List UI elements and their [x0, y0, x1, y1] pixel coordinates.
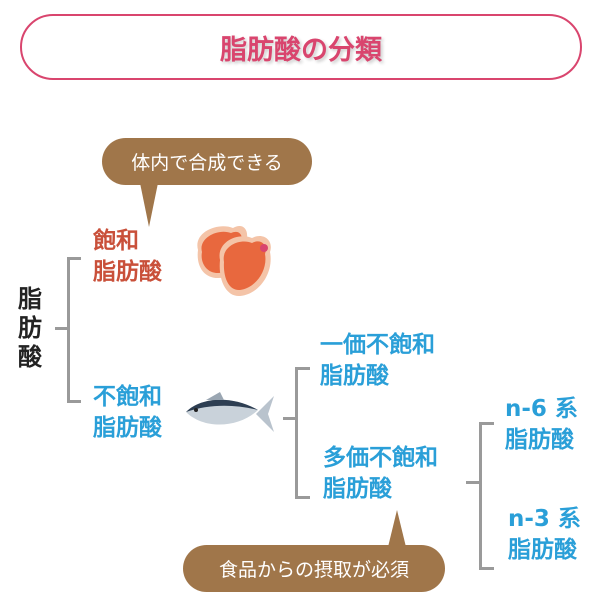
- callout-text: 食品からの摂取が必須: [218, 559, 409, 581]
- node-polyunsaturated: 多価不飽和 脂肪酸: [323, 443, 438, 505]
- bracket-stub: [466, 481, 481, 484]
- node-line: 脂肪酸: [508, 537, 577, 563]
- bracket-arm: [479, 422, 494, 425]
- bracket-arm: [295, 367, 310, 370]
- node-unsaturated: 不飽和 脂肪酸: [93, 382, 162, 444]
- node-line: n-6 系: [505, 396, 578, 422]
- node-line: 一価不飽和: [320, 332, 435, 358]
- node-saturated: 飽和 脂肪酸: [93, 226, 162, 288]
- callout-synthesizable: 体内で合成できる: [102, 138, 312, 185]
- callout-text: 体内で合成できる: [131, 152, 283, 174]
- node-line: 脂肪酸: [320, 363, 389, 389]
- node-n3: n-3 系 脂肪酸: [508, 504, 581, 566]
- callout-tail: [388, 510, 406, 547]
- bracket-line: [479, 422, 482, 570]
- callout-dietary: 食品からの摂取が必須: [183, 545, 445, 592]
- bracket-arm: [295, 496, 310, 499]
- bracket-stub: [55, 327, 69, 330]
- bracket-line: [67, 257, 70, 403]
- bracket-arm: [67, 400, 81, 403]
- node-line: 飽和: [93, 228, 139, 254]
- bracket-line: [295, 367, 298, 499]
- node-line: n-3 系: [508, 506, 581, 532]
- callout-tail: [140, 183, 158, 227]
- bracket-arm: [479, 567, 494, 570]
- page-title: 脂肪酸の分類: [220, 34, 382, 66]
- node-line: 脂肪酸: [93, 415, 162, 441]
- fish-icon: [186, 392, 274, 432]
- node-line: 脂肪酸: [323, 476, 392, 502]
- node-n6: n-6 系 脂肪酸: [505, 394, 578, 456]
- title-banner: 脂肪酸の分類: [20, 14, 582, 80]
- meat-icon: [197, 225, 271, 297]
- bracket-stub: [283, 417, 297, 420]
- node-monounsaturated: 一価不飽和 脂肪酸: [320, 330, 435, 392]
- node-line: 脂肪酸: [505, 427, 574, 453]
- bracket-arm: [67, 257, 81, 260]
- node-line: 不飽和: [93, 384, 162, 410]
- node-line: 脂肪酸: [93, 259, 162, 285]
- root-label: 脂肪酸: [18, 285, 42, 371]
- node-line: 多価不飽和: [323, 445, 438, 471]
